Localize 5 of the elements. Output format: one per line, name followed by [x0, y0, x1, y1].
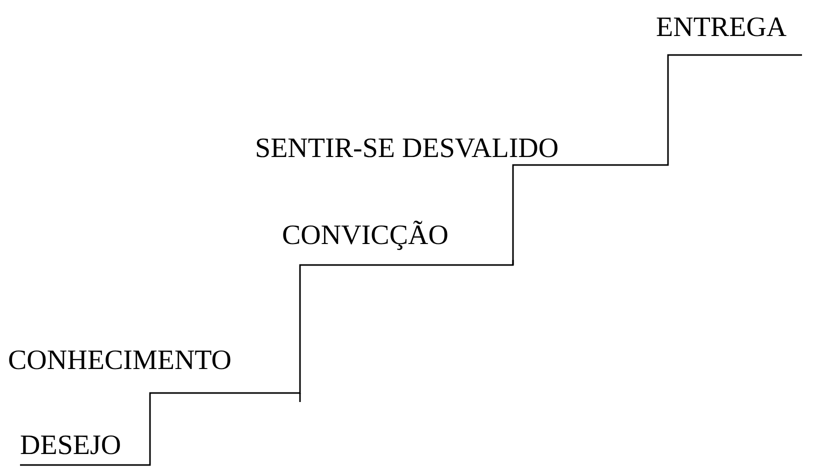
step-label: DESEJO — [20, 430, 122, 462]
step-label: CONHECIMENTO — [8, 345, 232, 377]
step-label: CONVICÇÃO — [282, 220, 448, 252]
step-label: ENTREGA — [656, 12, 787, 44]
step-label: SENTIR-SE DESVALIDO — [255, 133, 559, 165]
